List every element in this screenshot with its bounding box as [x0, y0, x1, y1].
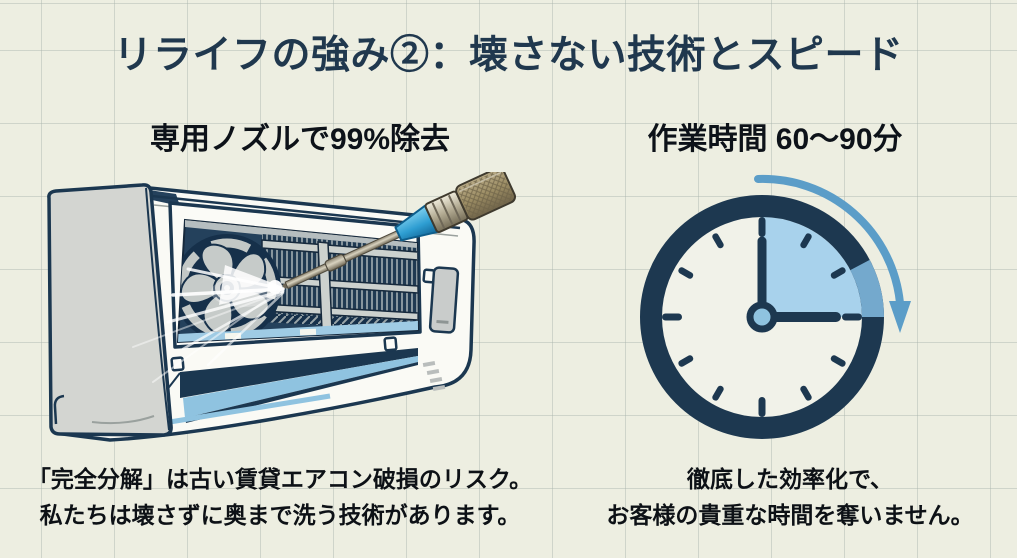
right-caption-line1: 徹底した効率化で、: [686, 466, 894, 492]
left-caption: 「完全分解」は古い賃貸エアコン破損のリスク。 私たちは壊さずに奥まで洗う技術があ…: [20, 461, 540, 533]
right-caption-line2: お客様の貴重な時間を奪いません。: [606, 502, 974, 528]
ac-unit-spray-cleaning-icon: [47, 172, 516, 442]
right-caption: 徹底した効率化で、 お客様の貴重な時間を奪いません。: [560, 461, 1017, 533]
clock-ring-highlight-segment: [850, 259, 884, 318]
water-spray-icon: [132, 265, 285, 383]
page-title: リライフの強み②：壊さない技術とスピード: [113, 34, 904, 77]
ac-louvers: [141, 348, 418, 429]
clock-ticks: [662, 217, 862, 417]
left-panel-heading: 専用ノズルで99%除去: [149, 123, 451, 156]
clock-center-dot: [746, 301, 778, 333]
ac-led-dashes: [422, 360, 446, 392]
clock-highlight-quadrant: [762, 217, 862, 317]
right-panel-heading: 作業時間 60〜90分: [647, 123, 903, 156]
left-caption-line1: 「完全分解」は古い賃貸エアコン破損のリスク。: [27, 466, 533, 492]
clock-sweep-arrow-icon: [754, 174, 911, 333]
left-caption-line2: 私たちは壊さずに奥まで洗う技術があります。: [39, 502, 521, 528]
ac-side-cap: [47, 183, 173, 437]
spray-nozzle-icon: [282, 172, 516, 290]
ac-control-panel: [428, 266, 460, 334]
clock-quarter-highlight-icon: [640, 174, 911, 439]
